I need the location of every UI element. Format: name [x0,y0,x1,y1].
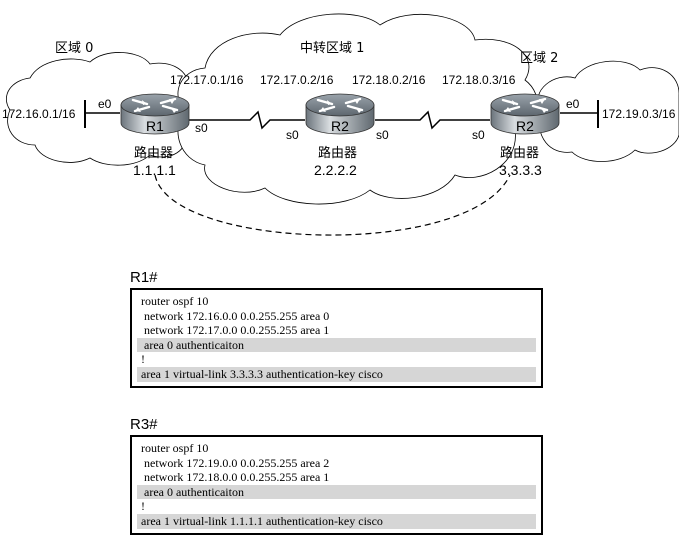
config-line: network 172.18.0.0 0.0.255.255 area 1 [141,470,330,485]
transit-area-label: 中转区域 1 [300,41,364,56]
router-r1-id: 1.1.1.1 [133,162,176,178]
config-line: network 172.17.0.0 0.0.255.255 area 1 [141,323,330,338]
r3-config-title: R3# [130,416,158,433]
router-r1-name: R1 [146,118,164,134]
left-network-ip: 172.16.0.1/16 [2,107,76,121]
config-line: area 1 virtual-link 1.1.1.1 authenticati… [137,513,536,529]
area2-label: 区域 2 [520,51,558,66]
config-line: network 172.16.0.0 0.0.255.255 area 0 [141,308,330,323]
router-r3-name: R2 [516,118,534,134]
router-r3-id: 3.3.3.3 [499,162,542,178]
r1-config-title: R1# [130,269,158,286]
virtual-link-dashed [154,174,511,236]
router-r1-caption: 路由器 [134,145,173,161]
r2-s0-left-port: s0 [286,128,299,142]
r3-s0-port: s0 [472,128,485,142]
serial-link-r1-r2 [188,110,305,130]
router-r2-id: 2.2.2.2 [314,162,357,178]
right-network-ip: 172.19.0.3/16 [602,107,676,121]
config-line: ! [141,499,145,514]
r1-config-box: router ospf 10 network 172.16.0.0 0.0.25… [130,288,543,388]
r1-s0-port: s0 [195,121,208,135]
serial-link-r2-r3 [375,110,490,130]
r1-s0-ip: 172.17.0.1/16 [170,73,244,87]
config-line: area 0 authenticaiton [137,337,536,353]
area0-label: 区域 0 [55,41,93,56]
config-line: router ospf 10 [141,441,209,455]
r3-s0-ip: 172.18.0.3/16 [442,73,516,87]
router-r2-caption: 路由器 [318,145,357,161]
config-line: network 172.19.0.0 0.0.255.255 area 2 [141,455,330,470]
router-r2-name: R2 [331,118,349,134]
config-line: area 1 virtual-link 3.3.3.3 authenticati… [137,366,536,382]
r2-s0b-ip: 172.18.0.2/16 [352,73,426,87]
r2-s0-right-port: s0 [376,128,389,142]
r3-config-box: router ospf 10 network 172.19.0.0 0.0.25… [130,435,543,535]
network-diagram: R1 R2 R2 区域 0 中转区域 1 区域 2 172.16.0.1/16 … [2,13,679,236]
config-line: ! [141,352,145,367]
config-line: router ospf 10 [141,294,209,308]
router-r3-caption: 路由器 [500,145,539,161]
area2-cloud [537,60,679,162]
config-line: area 0 authenticaiton [137,484,536,500]
r2-s0-ip: 172.17.0.2/16 [260,73,334,87]
r1-e0-port: e0 [98,97,112,111]
r3-e0-port: e0 [566,97,580,111]
